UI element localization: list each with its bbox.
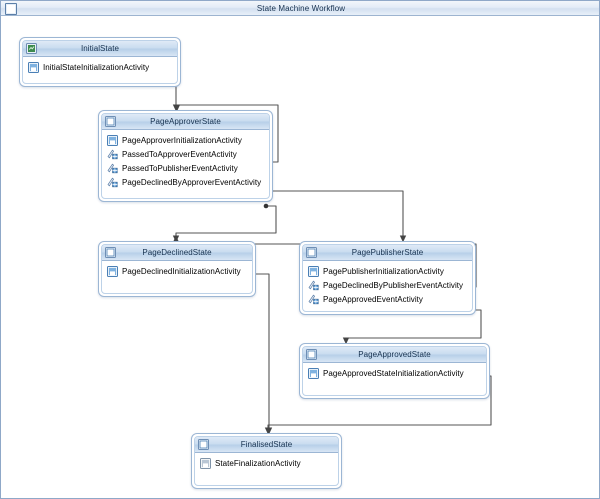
state-title: PageApprovedState xyxy=(358,350,431,359)
activity-row[interactable]: PageApproverInitializationActivity xyxy=(102,133,269,147)
activity-label: PageApprovedEventActivity xyxy=(323,294,423,304)
state-icon xyxy=(105,247,116,258)
state-body: PageDeclinedInitializationActivity xyxy=(102,261,252,278)
event-activity-icon xyxy=(107,149,118,160)
state-title: PagePublisherState xyxy=(351,248,424,257)
state-node-pagepublisherstate[interactable]: PagePublisherState PagePublisherInitiali… xyxy=(299,241,476,315)
state-body: PagePublisherInitializationActivity Page… xyxy=(303,261,472,306)
wire-declinedbyapprover-to-declined xyxy=(172,203,277,243)
window-titlebar: State Machine Workflow xyxy=(1,1,599,16)
event-activity-icon xyxy=(107,163,118,174)
finalization-activity-icon xyxy=(200,457,211,469)
state-icon xyxy=(306,349,317,360)
state-body: PageApprovedStateInitializationActivity xyxy=(303,363,486,380)
activity-row[interactable]: PageDeclinedByPublisherEventActivity xyxy=(303,278,472,292)
state-body: InitialStateInitializationActivity xyxy=(23,57,177,74)
state-header[interactable]: PageApprovedState xyxy=(303,347,486,363)
activity-label: PassedToPublisherEventActivity xyxy=(122,163,238,173)
activity-row[interactable]: PageDeclinedInitializationActivity xyxy=(102,264,252,278)
activity-label: PassedToApproverEventActivity xyxy=(122,149,237,159)
state-header[interactable]: PageDeclinedState xyxy=(102,245,252,261)
activity-label: PageDeclinedInitializationActivity xyxy=(122,266,241,276)
state-title: PageApproverState xyxy=(150,117,221,126)
state-inner-frame: PageApproverState PageApproverInitializa… xyxy=(101,113,270,199)
activity-label: PageApprovedStateInitializationActivity xyxy=(323,368,464,378)
activity-row[interactable]: PagePublisherInitializationActivity xyxy=(303,264,472,278)
activity-row[interactable]: PageApprovedEventActivity xyxy=(303,292,472,306)
activity-row[interactable]: PassedToApproverEventActivity xyxy=(102,147,269,161)
initialization-activity-icon xyxy=(308,367,319,379)
initialization-activity-icon xyxy=(107,134,118,146)
state-node-pagedeclinedstate[interactable]: PageDeclinedState PageDeclinedInitializa… xyxy=(98,241,256,297)
event-activity-icon xyxy=(308,280,319,291)
state-initial-icon xyxy=(26,43,37,54)
state-header[interactable]: PagePublisherState xyxy=(303,245,472,261)
state-inner-frame: InitialState InitialStateInitializationA… xyxy=(22,40,178,84)
state-node-pageapproverstate[interactable]: PageApproverState PageApproverInitializa… xyxy=(98,110,273,202)
event-activity-icon xyxy=(308,294,319,305)
wire-passedtopublisher-to-publisher xyxy=(245,188,407,243)
state-title: PageDeclinedState xyxy=(142,248,212,257)
window-title: State Machine Workflow xyxy=(256,3,346,13)
activity-label: PagePublisherInitializationActivity xyxy=(323,266,444,276)
activity-row[interactable]: PageDeclinedByApproverEventActivity xyxy=(102,175,269,189)
activity-label: StateFinalizationActivity xyxy=(215,458,301,468)
state-body: StateFinalizationActivity xyxy=(195,453,338,470)
state-node-finalisedstate[interactable]: FinalisedState StateFinalizationActivity xyxy=(191,433,342,489)
state-inner-frame: FinalisedState StateFinalizationActivity xyxy=(194,436,339,486)
state-inner-frame: PagePublisherState PagePublisherInitiali… xyxy=(302,244,473,312)
activity-label: PageDeclinedByApproverEventActivity xyxy=(122,177,262,187)
state-icon xyxy=(105,116,116,127)
state-inner-frame: PageApprovedState PageApprovedStateIniti… xyxy=(302,346,487,396)
state-icon xyxy=(198,439,209,450)
state-title: FinalisedState xyxy=(240,440,293,449)
activity-label: PageApproverInitializationActivity xyxy=(122,135,242,145)
initialization-activity-icon xyxy=(308,265,319,277)
initialization-activity-icon xyxy=(28,61,39,73)
activity-row[interactable]: InitialStateInitializationActivity xyxy=(23,60,177,74)
state-icon xyxy=(306,247,317,258)
activity-row[interactable]: PassedToPublisherEventActivity xyxy=(102,161,269,175)
state-node-pageapprovedstate[interactable]: PageApprovedState PageApprovedStateIniti… xyxy=(299,343,490,399)
activity-label: PageDeclinedByPublisherEventActivity xyxy=(323,280,464,290)
state-body: PageApproverInitializationActivity Passe… xyxy=(102,130,269,189)
window-square-icon xyxy=(5,3,17,15)
state-header[interactable]: FinalisedState xyxy=(195,437,338,453)
activity-label: InitialStateInitializationActivity xyxy=(43,62,150,72)
state-header[interactable]: PageApproverState xyxy=(102,114,269,130)
activity-row[interactable]: PageApprovedStateInitializationActivity xyxy=(303,366,486,380)
wire-declinedinit-to-finalised xyxy=(243,271,273,435)
event-activity-icon xyxy=(107,177,118,188)
state-node-initialstate[interactable]: InitialState InitialStateInitializationA… xyxy=(19,37,181,87)
activity-row[interactable]: StateFinalizationActivity xyxy=(195,456,338,470)
workflow-canvas[interactable]: InitialState InitialStateInitializationA… xyxy=(1,16,599,498)
state-title: InitialState xyxy=(81,44,119,53)
state-header[interactable]: InitialState xyxy=(23,41,177,57)
initialization-activity-icon xyxy=(107,265,118,277)
state-inner-frame: PageDeclinedState PageDeclinedInitializa… xyxy=(101,244,253,294)
